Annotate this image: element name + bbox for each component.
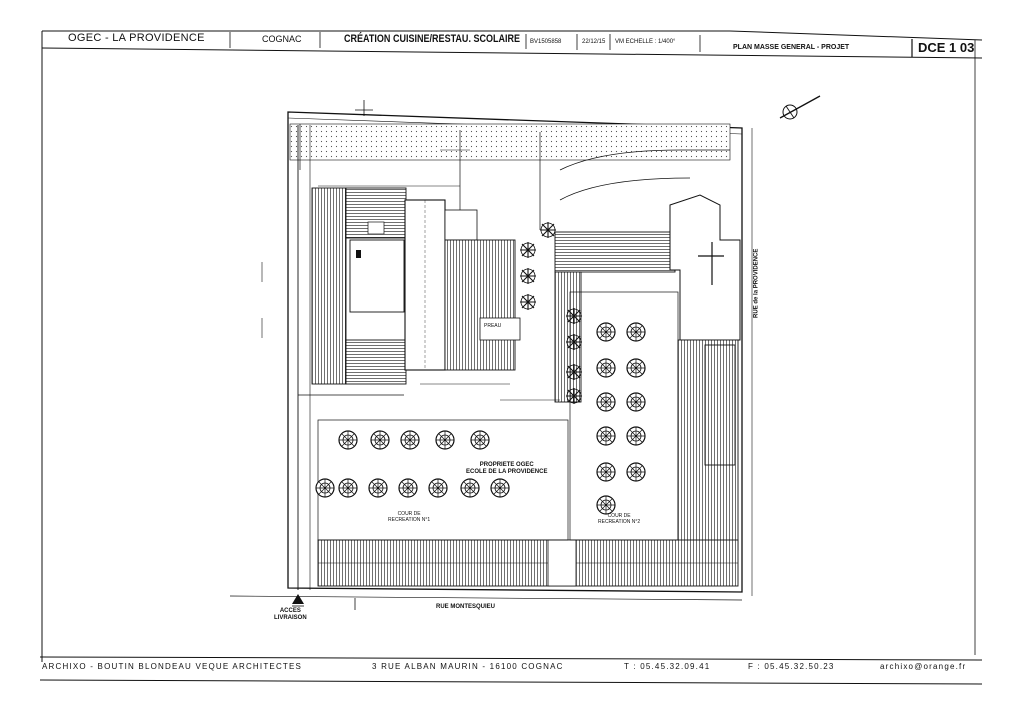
access-line1: ACCES [279, 608, 301, 614]
footer-firm: ARCHIXO - BOUTIN BLONDEAU VEQUE ARCHITEC… [42, 662, 303, 671]
access-label: ACCES LIVRAISON [274, 608, 307, 621]
court1-line1: COUR DE [397, 511, 421, 517]
sheet-number: DCE 1 03 [918, 40, 975, 55]
sheet-title: PLAN MASSE GENERAL - PROJET [733, 44, 850, 51]
court1-line2: RECREATION N°1 [388, 516, 431, 523]
owner-line1: PROPRIETE OGEC [479, 462, 534, 468]
city-name: COGNAC [262, 34, 302, 44]
owner-label: PROPRIETE OGEC ECOLE DE LA PROVIDENCE [466, 462, 547, 475]
footer-address: 3 RUE ALBAN MAURIN - 16100 COGNAC [372, 662, 564, 671]
court2-label: COUR DE RECREATION N°2 [598, 513, 641, 525]
project-date: 22/12/15 [582, 39, 606, 45]
footer-fax: F : 05.45.32.50.23 [748, 662, 835, 671]
footer-phone: T : 05.45.32.09.41 [624, 662, 711, 671]
footer-email: archixo@orange.fr [880, 662, 967, 671]
street-east-label: RUE de la PROVIDENCE [753, 248, 760, 318]
court2-line2: RECREATION N°2 [598, 518, 641, 525]
drawing-scale: VM ECHELLE : 1/400° [615, 39, 676, 45]
street-south-label: RUE MONTESQUIEU [436, 604, 496, 610]
client-name: OGEC - LA PROVIDENCE [68, 32, 205, 44]
court1-label: COUR DE RECREATION N°1 [388, 511, 431, 523]
court2-line1: COUR DE [607, 513, 631, 519]
owner-line2: ECOLE DE LA PROVIDENCE [466, 468, 548, 475]
project-name: CRÉATION CUISINE/RESTAU. SCOLAIRE [344, 33, 521, 45]
project-ref: BV1505858 [530, 39, 562, 45]
preau-label: PREAU [484, 323, 502, 329]
access-line2: LIVRAISON [274, 614, 307, 621]
